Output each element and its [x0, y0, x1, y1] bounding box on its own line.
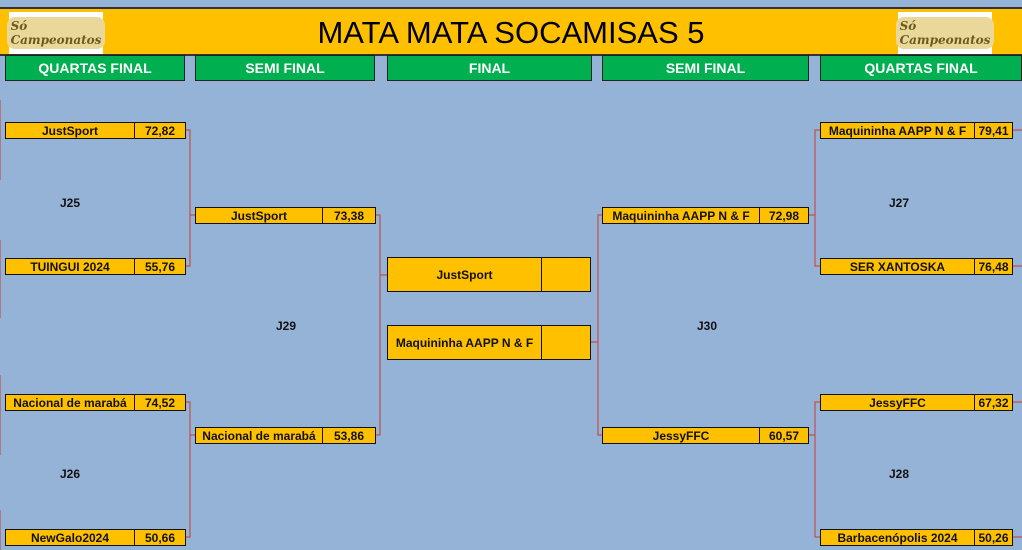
team-name: Maquininha AAPP N & F	[828, 123, 967, 138]
team-score: 73,38	[322, 208, 375, 223]
game-label: J28	[889, 467, 910, 481]
logo-left: Só Campeonatos	[6, 12, 106, 54]
game-label: J29	[276, 319, 297, 333]
stage-final: FINAL	[387, 55, 592, 81]
team-name: JessyFFC	[869, 395, 926, 410]
game-label: J25	[60, 196, 81, 210]
stage-right-semifinal: SEMI FINAL	[602, 55, 809, 81]
team-name: JustSport	[230, 208, 287, 223]
team-name: Nacional de marabá	[202, 428, 316, 443]
team-slot: TUINGUI 2024 55,76	[5, 258, 186, 275]
team-slot: Nacional de marabá 53,86	[195, 427, 376, 444]
team-name: Maquininha AAPP N & F	[395, 335, 534, 350]
stage-right-quarterfinal: QUARTAS FINAL	[820, 55, 1022, 81]
team-slot: Barbacenópolis 2024 50,26	[820, 529, 1013, 546]
team-slot: JessyFFC 60,57	[602, 427, 809, 444]
team-name: JustSport	[436, 267, 493, 282]
header-bar: Só Campeonatos MATA MATA SOCAMISAS 5 Só …	[0, 7, 1022, 56]
team-slot: SER XANTOSKA 76,48	[820, 258, 1013, 275]
team-score: 72,98	[759, 208, 808, 223]
team-slot: Nacional de marabá 74,52	[5, 394, 186, 411]
team-score: 50,26	[974, 530, 1012, 545]
page-title: MATA MATA SOCAMISAS 5	[317, 15, 705, 50]
team-score	[541, 258, 590, 291]
team-name: NewGalo2024	[30, 530, 110, 545]
team-name: Nacional de marabá	[13, 395, 127, 410]
team-name: JustSport	[41, 123, 98, 138]
team-score: 55,76	[134, 259, 185, 274]
final-slot: JustSport	[387, 257, 591, 292]
team-score: 74,52	[134, 395, 185, 410]
stage-left-quarterfinal: QUARTAS FINAL	[5, 55, 185, 81]
game-label: J30	[697, 319, 718, 333]
team-score: 72,82	[134, 123, 185, 138]
team-score: 60,57	[759, 428, 808, 443]
stage-left-semifinal: SEMI FINAL	[195, 55, 375, 81]
team-slot: NewGalo2024 50,66	[5, 529, 186, 546]
team-name: Barbacenópolis 2024	[837, 530, 958, 545]
team-slot: Maquininha AAPP N & F 72,98	[602, 207, 809, 224]
team-name: JessyFFC	[652, 428, 710, 443]
team-score: 76,48	[974, 259, 1012, 274]
team-name: TUINGUI 2024	[30, 259, 110, 274]
team-slot: JustSport 72,82	[5, 122, 186, 139]
team-slot: JessyFFC 67,32	[820, 394, 1013, 411]
team-score: 50,66	[134, 530, 185, 545]
game-label: J26	[60, 467, 81, 481]
final-slot: Maquininha AAPP N & F	[387, 325, 591, 360]
team-name: SER XANTOSKA	[849, 259, 946, 274]
game-label: J27	[889, 196, 910, 210]
team-score	[541, 326, 590, 359]
team-slot: Maquininha AAPP N & F 79,41	[820, 122, 1013, 139]
team-score: 79,41	[974, 123, 1012, 138]
team-score: 53,86	[322, 428, 375, 443]
team-name: Maquininha AAPP N & F	[612, 208, 750, 223]
logo-right: Só Campeonatos	[895, 12, 995, 54]
team-slot: JustSport 73,38	[195, 207, 376, 224]
team-score: 67,32	[974, 395, 1012, 410]
